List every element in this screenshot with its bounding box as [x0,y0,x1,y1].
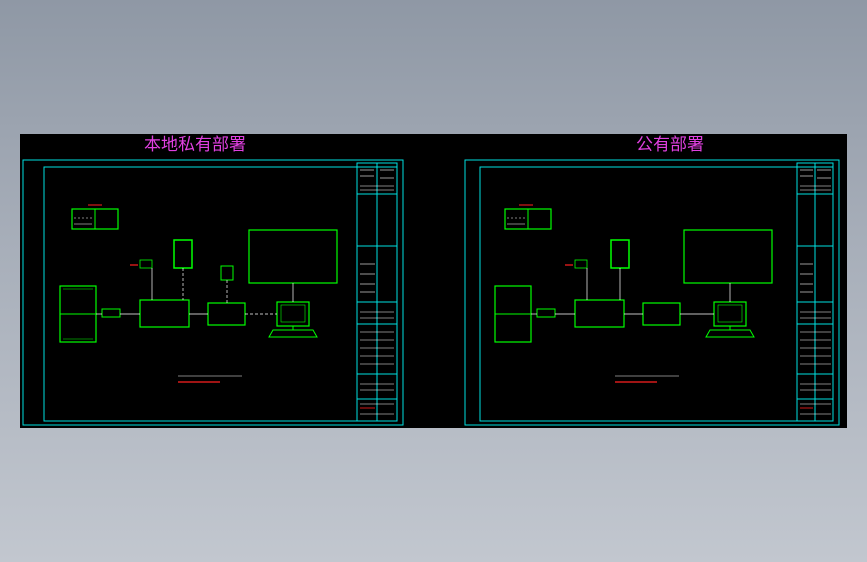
sheet-public-deployment[interactable]: 公有部署 [464,134,859,428]
sheet-local-deployment[interactable]: 本地私有部署 [20,134,414,428]
monitor-icon [268,301,318,338]
drawing-canvas[interactable]: 本地私有部署 [20,134,847,428]
drawing-frame [22,159,404,426]
sheet-title: 公有部署 [636,135,704,155]
drawing-frame [464,159,840,426]
monitor-icon [705,301,755,338]
sheet-title: 本地私有部署 [144,135,246,155]
